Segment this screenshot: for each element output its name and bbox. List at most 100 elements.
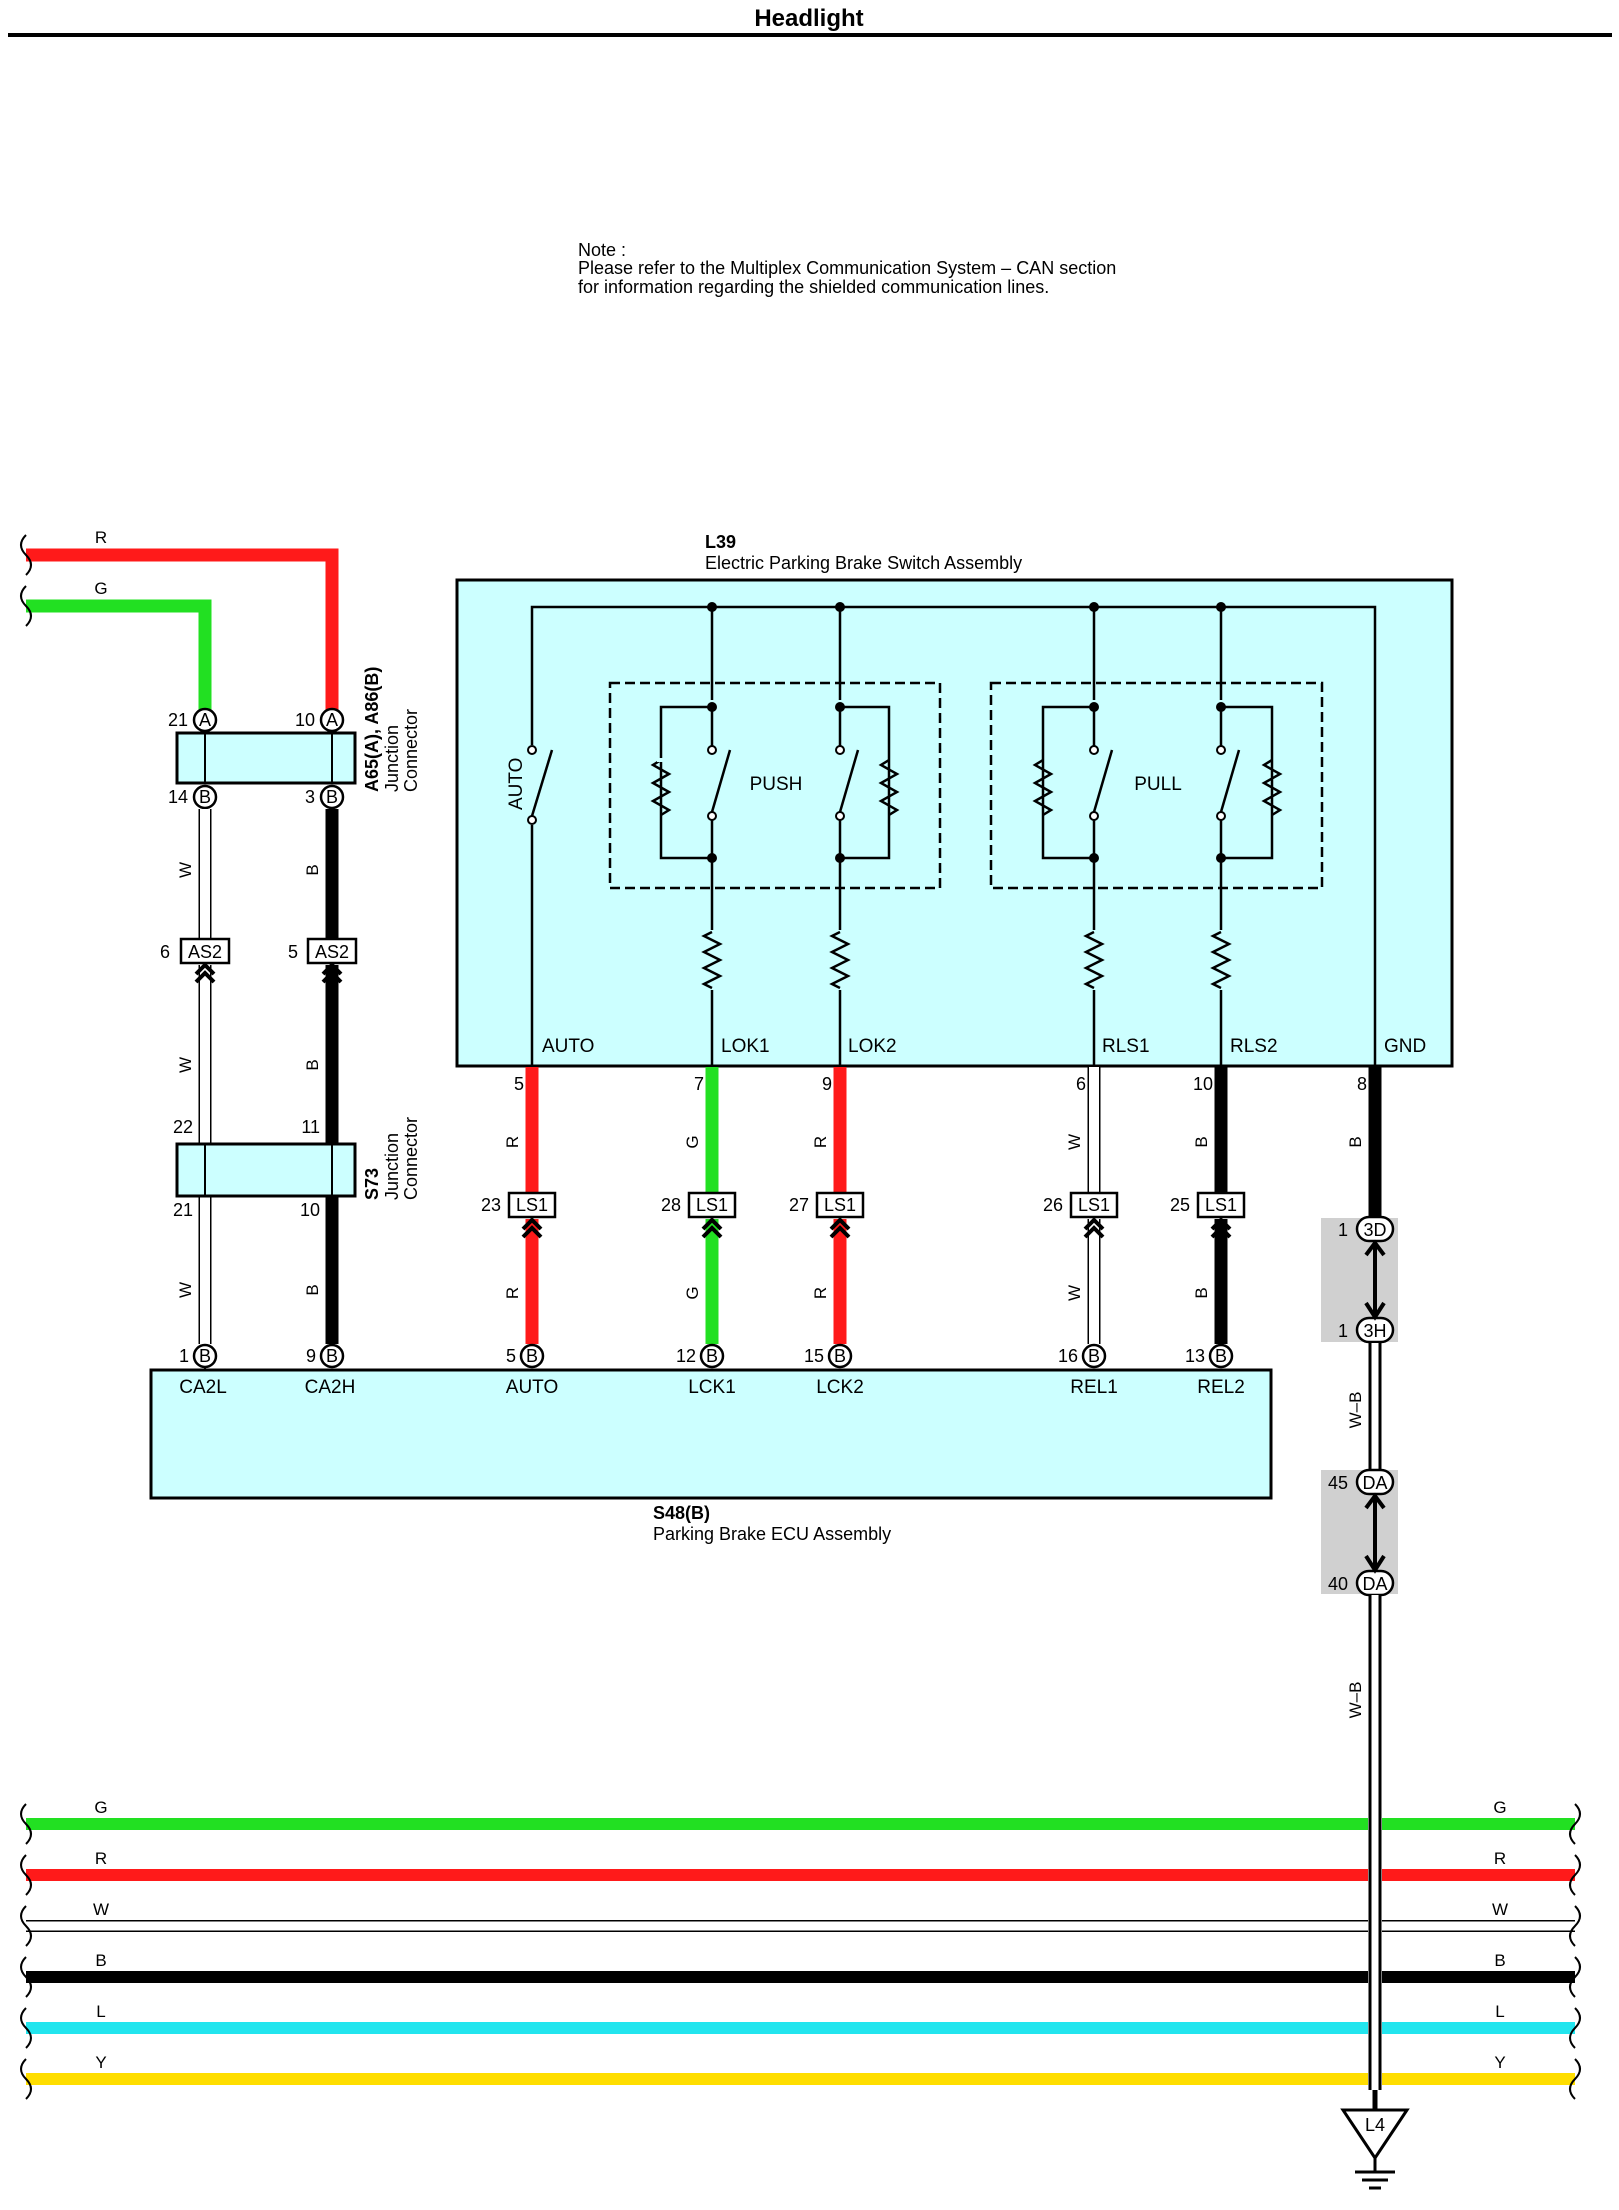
- wire-code-r-top: R: [95, 528, 107, 547]
- wire-code-ca2l: W: [176, 862, 195, 878]
- wire-code-lok1: G: [683, 1135, 702, 1148]
- pin-number: 28: [661, 1195, 681, 1215]
- pin-number: 6: [160, 942, 170, 962]
- wire-code-ground-drop: W–B: [1346, 1682, 1365, 1719]
- pin-letter: B: [1215, 1346, 1227, 1366]
- pin-letter: B: [1088, 1346, 1100, 1366]
- connector-name: LS1: [1078, 1195, 1110, 1215]
- pin-letter: B: [199, 1346, 211, 1366]
- wire-code-lok2: R: [811, 1287, 830, 1299]
- pin-number: 9: [306, 1346, 316, 1366]
- connector-name: LS1: [824, 1195, 856, 1215]
- bus-code-right: W: [1492, 1900, 1508, 1919]
- connector-name: LS1: [516, 1195, 548, 1215]
- wire-r-top: [26, 548, 339, 712]
- pin-number: 27: [789, 1195, 809, 1215]
- bus-code-left: R: [95, 1849, 107, 1868]
- page-title: Headlight: [754, 5, 863, 32]
- connector-name: LS1: [1205, 1195, 1237, 1215]
- pin-number: 26: [1043, 1195, 1063, 1215]
- break-mark: [1569, 1956, 1581, 1998]
- break-mark-r: [20, 534, 32, 576]
- wire-code-ca2l: W: [176, 1057, 195, 1073]
- bus-code-right: R: [1494, 1849, 1506, 1868]
- pin-number: 8: [1357, 1074, 1367, 1094]
- pin-number: 5: [514, 1074, 524, 1094]
- terminal-label: RLS1: [1102, 1036, 1150, 1057]
- pin-number: 1: [1338, 1321, 1348, 1341]
- wire-code-ca2h: B: [303, 1284, 322, 1295]
- break-mark: [1569, 1803, 1581, 1845]
- connector-ls1: LS1 LS1 LS1 LS1 LS1 23 28 27 26 25: [481, 1191, 1246, 1239]
- pin-letter: A: [326, 710, 338, 730]
- push-switch-2: [832, 700, 900, 863]
- pin-letter: A: [199, 710, 211, 730]
- pin-number: 45: [1328, 1473, 1348, 1493]
- wire-code-ca2h: B: [303, 1059, 322, 1070]
- pin-number: 10: [1193, 1074, 1213, 1094]
- terminal-label: CA2H: [305, 1377, 356, 1398]
- junction-type: Junction: [382, 725, 402, 792]
- switch-terminal-pins: 5 7 9 6 10 8: [514, 1074, 1367, 1094]
- pin-circle: [319, 784, 345, 810]
- note-line-2: for information regarding the shielded c…: [578, 277, 1049, 297]
- splice-name: DA: [1362, 1473, 1387, 1493]
- pin-number: 40: [1328, 1574, 1348, 1594]
- switch-assembly-id: L39: [705, 532, 736, 552]
- pin-circle: [319, 707, 345, 733]
- header-rule: [8, 33, 1612, 37]
- pin-number: 9: [822, 1074, 832, 1094]
- connector-as2: AS2 AS2 6 5: [160, 937, 358, 984]
- break-mark: [20, 1956, 32, 1998]
- terminal-label: LCK2: [816, 1377, 864, 1398]
- junction-id: S73: [362, 1168, 382, 1200]
- push-group-label: PUSH: [750, 774, 803, 795]
- wire-code-gnd: B: [1346, 1136, 1365, 1147]
- break-mark: [20, 1905, 32, 1947]
- wire-code-auto: R: [503, 1136, 522, 1148]
- break-mark: [1569, 2007, 1581, 2049]
- junction-type: Connector: [401, 1117, 421, 1200]
- wire-code-lok1: G: [683, 1286, 702, 1299]
- bus-code-left: Y: [95, 2053, 106, 2072]
- pin-number: 5: [506, 1346, 516, 1366]
- wire-code-ca2h: B: [303, 864, 322, 875]
- junction-connector-s73: 22 11 21 10 S73 Junction Connector: [173, 1117, 421, 1220]
- pin-number: 3: [305, 787, 315, 807]
- ecu-s48: B B B B B B B 1 9 5 12 15 16 13 CA2L CA2…: [149, 1343, 1273, 1544]
- terminal-label: LCK1: [688, 1377, 736, 1398]
- break-mark: [20, 1854, 32, 1896]
- terminal-label: RLS2: [1230, 1036, 1278, 1057]
- pin-letter: B: [326, 1346, 338, 1366]
- splice-name: 3D: [1363, 1220, 1386, 1240]
- terminal-label: REL1: [1070, 1377, 1118, 1398]
- pin-number: 14: [168, 787, 188, 807]
- pin-number: 13: [1185, 1346, 1205, 1366]
- note-heading: Note :: [578, 240, 626, 260]
- terminal-label: CA2L: [179, 1377, 227, 1398]
- can-wires: W B W B W B: [176, 809, 339, 1344]
- switch-assembly-l39: L39 Electric Parking Brake Switch Assemb…: [455, 532, 1454, 1068]
- pin-number: 6: [1076, 1074, 1086, 1094]
- wire-code-ground-drop: W–B: [1346, 1392, 1365, 1429]
- bus-code-left: G: [94, 1798, 107, 1817]
- bus-code-right: L: [1495, 2002, 1504, 2021]
- ground-point-label: L4: [1365, 2115, 1385, 2135]
- pin-number: 12: [676, 1346, 696, 1366]
- pin-circle: [192, 784, 218, 810]
- break-mark: [20, 2058, 32, 2100]
- wire-code-rls2: B: [1192, 1287, 1211, 1298]
- break-mark: [20, 1803, 32, 1845]
- switch-ecu-wires: R G R W B R G R W B: [503, 1067, 1228, 1344]
- wire-g-top: [26, 599, 212, 712]
- note-line-1: Please refer to the Multiplex Communicat…: [578, 258, 1116, 278]
- pin-number: 1: [179, 1346, 189, 1366]
- pin-number: 15: [804, 1346, 824, 1366]
- bus-code-left: L: [96, 2002, 105, 2021]
- series-resistors: [701, 930, 1232, 990]
- junction-type: Junction: [382, 1133, 402, 1200]
- pin-letter: B: [199, 787, 211, 807]
- pin-letter: B: [834, 1346, 846, 1366]
- wire-code-rls1: W: [1065, 1285, 1084, 1301]
